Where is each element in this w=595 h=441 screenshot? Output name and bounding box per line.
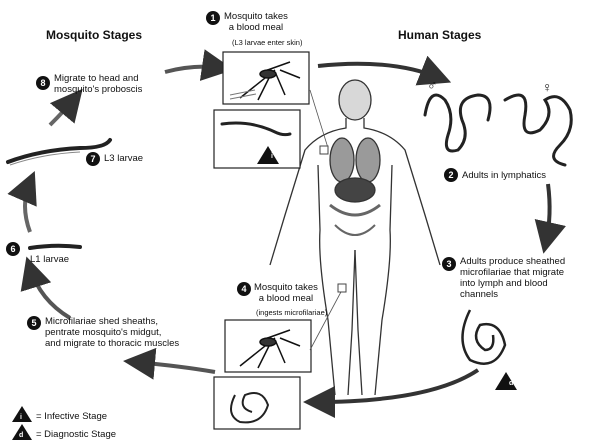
- arrow-4-to-5: [135, 362, 215, 372]
- step-8-label: Migrate to head and mosquito's proboscis: [54, 73, 142, 95]
- adult-worms: [425, 95, 571, 165]
- step-7-label: L3 larvae: [104, 153, 143, 164]
- step-3-number: 3: [442, 257, 456, 271]
- l1-larva-worm: [30, 246, 80, 248]
- microfilaria-right: [463, 310, 506, 364]
- diagnostic-mark-right: d: [509, 378, 513, 389]
- step-3-label: Adults produce sheathed microfilariae th…: [460, 256, 565, 300]
- header-mosquito-stages: Mosquito Stages: [46, 28, 142, 42]
- step-4-sublabel: (ingests microfilariae): [256, 308, 327, 317]
- arrow-7-to-8: [50, 98, 75, 125]
- step-4-label: Mosquito takes a blood meal: [254, 282, 318, 304]
- step-6-number: 6: [6, 242, 20, 256]
- male-symbol: ♂: [427, 80, 438, 91]
- arrow-8-to-1: [165, 67, 222, 72]
- step-1-number: 1: [206, 11, 220, 25]
- microfilaria-box-4: [214, 377, 300, 429]
- arrow-1-to-2: [318, 64, 440, 78]
- step-2-label: Adults in lymphatics: [462, 170, 546, 181]
- step-8-number: 8: [36, 76, 50, 90]
- arrow-6-to-7: [25, 182, 30, 232]
- legend-infective-mark: i: [20, 412, 22, 423]
- legend-infective-label: = Infective Stage: [36, 411, 107, 422]
- larva-box-1: [214, 110, 300, 168]
- female-symbol: ♀: [542, 82, 553, 93]
- step-2-number: 2: [444, 168, 458, 182]
- step-7-number: 7: [86, 152, 100, 166]
- step-5-label: Microfilariae shed sheaths, pentrate mos…: [45, 316, 179, 349]
- step-6-label: L1 larvae: [30, 254, 69, 265]
- arrow-3-to-4: [315, 370, 478, 402]
- legend-diagnostic-label: = Diagnostic Stage: [36, 429, 116, 440]
- step-5-number: 5: [27, 316, 41, 330]
- step-4-number: 4: [237, 282, 251, 296]
- header-human-stages: Human Stages: [398, 28, 481, 42]
- step-1-sublabel: (L3 larvae enter skin): [232, 38, 302, 47]
- arrow-2-to-3: [546, 184, 550, 242]
- infective-triangle-icon: [12, 406, 32, 422]
- legend-diagnostic-mark: d: [19, 430, 23, 441]
- arrow-5-to-6: [30, 268, 70, 318]
- infective-mark-box-1: i: [271, 151, 273, 162]
- step-1-label: Mosquito takes a blood meal: [224, 11, 288, 33]
